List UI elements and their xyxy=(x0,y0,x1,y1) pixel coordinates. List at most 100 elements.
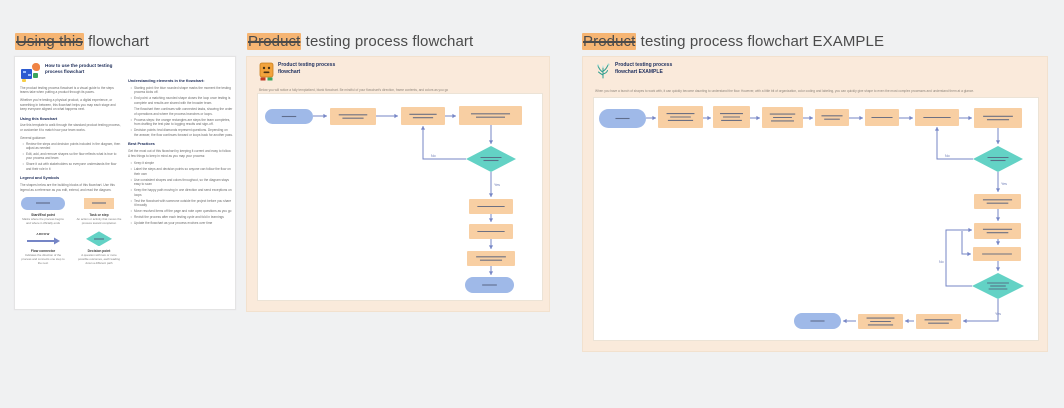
flow-connector[interactable] xyxy=(961,231,971,255)
edge-label: Yes xyxy=(995,312,1001,316)
list-item: Starting point: the blue rounded shape m… xyxy=(131,86,233,95)
task-node[interactable] xyxy=(815,109,849,126)
arrow-icon[interactable] xyxy=(26,237,60,245)
list-item: Label the steps and decision points so a… xyxy=(131,167,233,176)
arrowhead-icon xyxy=(995,188,1001,192)
doc-paragraph: Whether you're testing a physical produc… xyxy=(20,98,116,112)
list-item: Edit, add, and remove shapes so the flow… xyxy=(23,152,122,161)
task-node[interactable] xyxy=(330,108,376,125)
doc-left-column: How to use the product testing process f… xyxy=(20,61,122,265)
start-end-shape[interactable] xyxy=(21,196,65,210)
arrowhead-icon xyxy=(652,115,656,121)
title-rest: testing process flowchart xyxy=(301,33,474,50)
title-highlight: Using this xyxy=(15,33,84,50)
task-node[interactable] xyxy=(459,106,522,125)
list-item: Share it out with stakeholders so everyo… xyxy=(23,162,122,171)
arrowhead-icon xyxy=(995,267,1001,271)
robot-icon xyxy=(259,62,274,81)
doc-label: General guidance: xyxy=(20,135,47,140)
task-node[interactable] xyxy=(974,223,1021,239)
legend: Start/End point Marks where the process … xyxy=(20,195,122,265)
legend-caption: Marks where the process begins and where… xyxy=(22,217,64,225)
legend-item-start-end: Start/End point Marks where the process … xyxy=(20,195,66,226)
example-subtitle: When you have a bunch of shapes to work … xyxy=(595,89,975,93)
arrowhead-icon xyxy=(488,218,494,222)
arrowhead-icon xyxy=(420,126,426,130)
legend-title: Task or step xyxy=(89,213,109,218)
decision-node[interactable] xyxy=(466,146,516,172)
legend-caption: A question with two or more possible out… xyxy=(78,252,120,265)
flow-connector[interactable] xyxy=(945,229,972,287)
arrowhead-icon xyxy=(963,318,967,324)
arrowhead-icon xyxy=(934,127,940,131)
frame-title-template[interactable]: Product testing process flowchart xyxy=(247,33,473,50)
legend-item-arrow: ARROW Flow connector Indicates the direc… xyxy=(20,231,66,266)
edge-label: Yes xyxy=(1001,182,1007,186)
list-item: End point: a matching rounded shape clos… xyxy=(131,96,233,105)
arrowhead-icon xyxy=(323,113,327,119)
arrowhead-icon xyxy=(995,241,1001,245)
edge-label: No xyxy=(939,260,944,264)
task-shape[interactable] xyxy=(84,197,114,209)
flowchart-panel xyxy=(593,97,1039,341)
edge-label: No xyxy=(431,154,436,158)
flow-connector[interactable] xyxy=(422,126,466,160)
list-item: Revisit the process after each testing c… xyxy=(131,215,233,220)
legend-caption: Indicates the direction of the process a… xyxy=(21,252,65,265)
arrowhead-icon xyxy=(905,318,909,324)
doc-paragraph: Use this template to walk through the st… xyxy=(20,123,121,132)
task-node[interactable] xyxy=(974,108,1022,128)
list-item: Test the flowchart with someone outside … xyxy=(131,199,233,208)
arrowhead-icon xyxy=(843,318,847,324)
task-node[interactable] xyxy=(916,314,961,329)
arrowhead-icon xyxy=(995,217,1001,221)
list-item: Keep it simple xyxy=(131,161,233,166)
arrowhead-icon xyxy=(967,251,971,257)
arrowhead-icon xyxy=(968,115,972,121)
legend-title: Decision point xyxy=(87,248,111,253)
frame-title-usage[interactable]: Using this flowchart xyxy=(15,33,149,50)
arrowhead-icon xyxy=(488,193,494,197)
legend-item-decision: Decision point A question with two or mo… xyxy=(76,231,122,266)
list-item: Move resolved items off the page and not… xyxy=(131,209,233,214)
title-rest: flowchart xyxy=(83,33,150,50)
frame-example[interactable]: Product testing process flowchart EXAMPL… xyxy=(582,56,1048,352)
task-node[interactable] xyxy=(467,251,515,266)
plant-icon xyxy=(597,63,610,79)
doc-paragraph: The shapes below are the building blocks… xyxy=(20,183,115,192)
frame-template[interactable]: Product testing process flowchart Below … xyxy=(246,56,550,312)
edge-label: Yes xyxy=(494,183,500,187)
arrowhead-icon xyxy=(756,115,760,121)
decision-shape[interactable] xyxy=(86,231,112,247)
flow-connector[interactable] xyxy=(963,299,999,322)
flow-connector[interactable] xyxy=(936,127,973,160)
template-header-title: Product testing process flowchart xyxy=(278,62,336,75)
doc-paragraph: Get the most out of this flowchart by ke… xyxy=(128,149,232,158)
doc-paragraph: The product testing process flowchart is… xyxy=(20,86,114,95)
arrowhead-icon xyxy=(452,113,456,119)
doc-subheading: Best Practices xyxy=(128,141,155,147)
arrowhead-icon xyxy=(707,115,711,121)
doc-subheading: Legend and Symbols xyxy=(20,175,60,181)
list-item: Update the flowchart as your process evo… xyxy=(131,221,233,226)
legend-title: Start/End point xyxy=(31,213,55,218)
legend-title: Flow connector xyxy=(30,248,56,253)
doc-heading: How to use the product testing process f… xyxy=(45,63,113,74)
doc-subheading: Using this flowchart xyxy=(20,115,58,121)
edge-label: No xyxy=(945,154,950,158)
doc-subheading: Understanding elements in the flowchart: xyxy=(128,78,205,83)
arrowhead-icon xyxy=(909,115,913,121)
arrow-label: ARROW xyxy=(36,232,50,237)
task-node[interactable] xyxy=(974,194,1021,209)
decision-node[interactable] xyxy=(973,146,1023,172)
task-node[interactable] xyxy=(401,107,445,125)
frame-title-example[interactable]: Product testing process flowchart EXAMPL… xyxy=(582,33,884,50)
template-cover-icon xyxy=(20,61,41,82)
frame-usage-doc[interactable]: How to use the product testing process f… xyxy=(14,56,236,310)
title-highlight: Product xyxy=(582,33,637,50)
title-rest: testing process flowchart EXAMPLE xyxy=(636,33,885,50)
legend-item-task: Task or step An action or activity that … xyxy=(76,195,122,226)
list-item: Decision points: teal diamonds represent… xyxy=(131,128,233,137)
